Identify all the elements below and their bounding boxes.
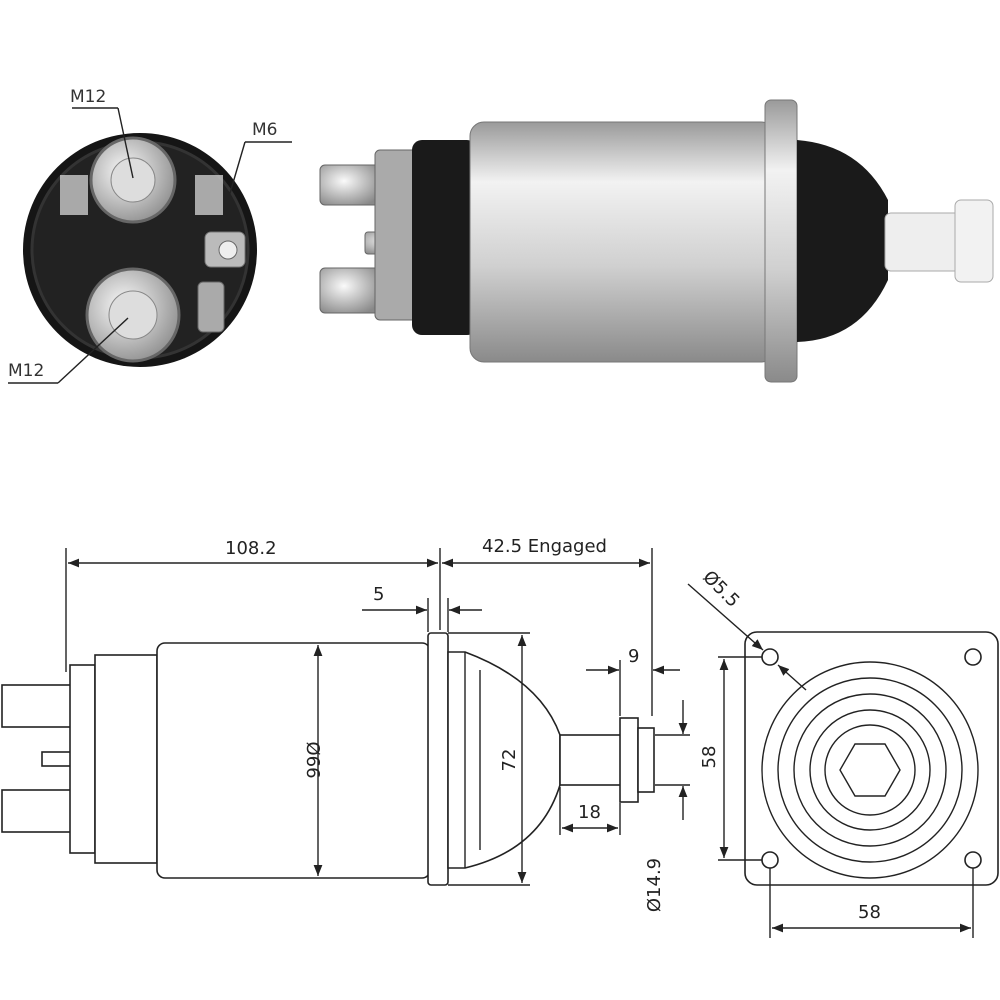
dim-overall-length: 108.2 bbox=[225, 538, 277, 559]
dim-shaft-diameter: Ø14.9 bbox=[644, 858, 665, 912]
end-view-drawing bbox=[744, 631, 999, 886]
leader-line bbox=[117, 107, 134, 179]
dim-engaged-stroke: 42.5 Engaged bbox=[482, 536, 607, 557]
label-m12-bottom: M12 bbox=[8, 361, 44, 381]
dim-flange-height: 72 bbox=[499, 749, 520, 772]
label-m6: M6 bbox=[252, 120, 277, 140]
dim-nut-height: 58 bbox=[699, 746, 720, 769]
dim-flange-width: 58 bbox=[858, 902, 881, 923]
dim-flange-thickness: 5 bbox=[373, 584, 384, 605]
dim-nut-length: 9 bbox=[628, 646, 639, 667]
dim-body-diameter: Ø66 bbox=[302, 741, 323, 778]
side-view-photo bbox=[319, 99, 994, 383]
leader-line bbox=[57, 317, 129, 384]
dim-hole-diameter: Ø5.5 bbox=[698, 567, 743, 612]
label-m12-top: M12 bbox=[70, 87, 106, 107]
dim-shaft-length: 18 bbox=[578, 802, 601, 823]
leader-line bbox=[227, 141, 246, 201]
side-view-drawing bbox=[1, 632, 655, 886]
end-view-photo bbox=[23, 133, 257, 367]
